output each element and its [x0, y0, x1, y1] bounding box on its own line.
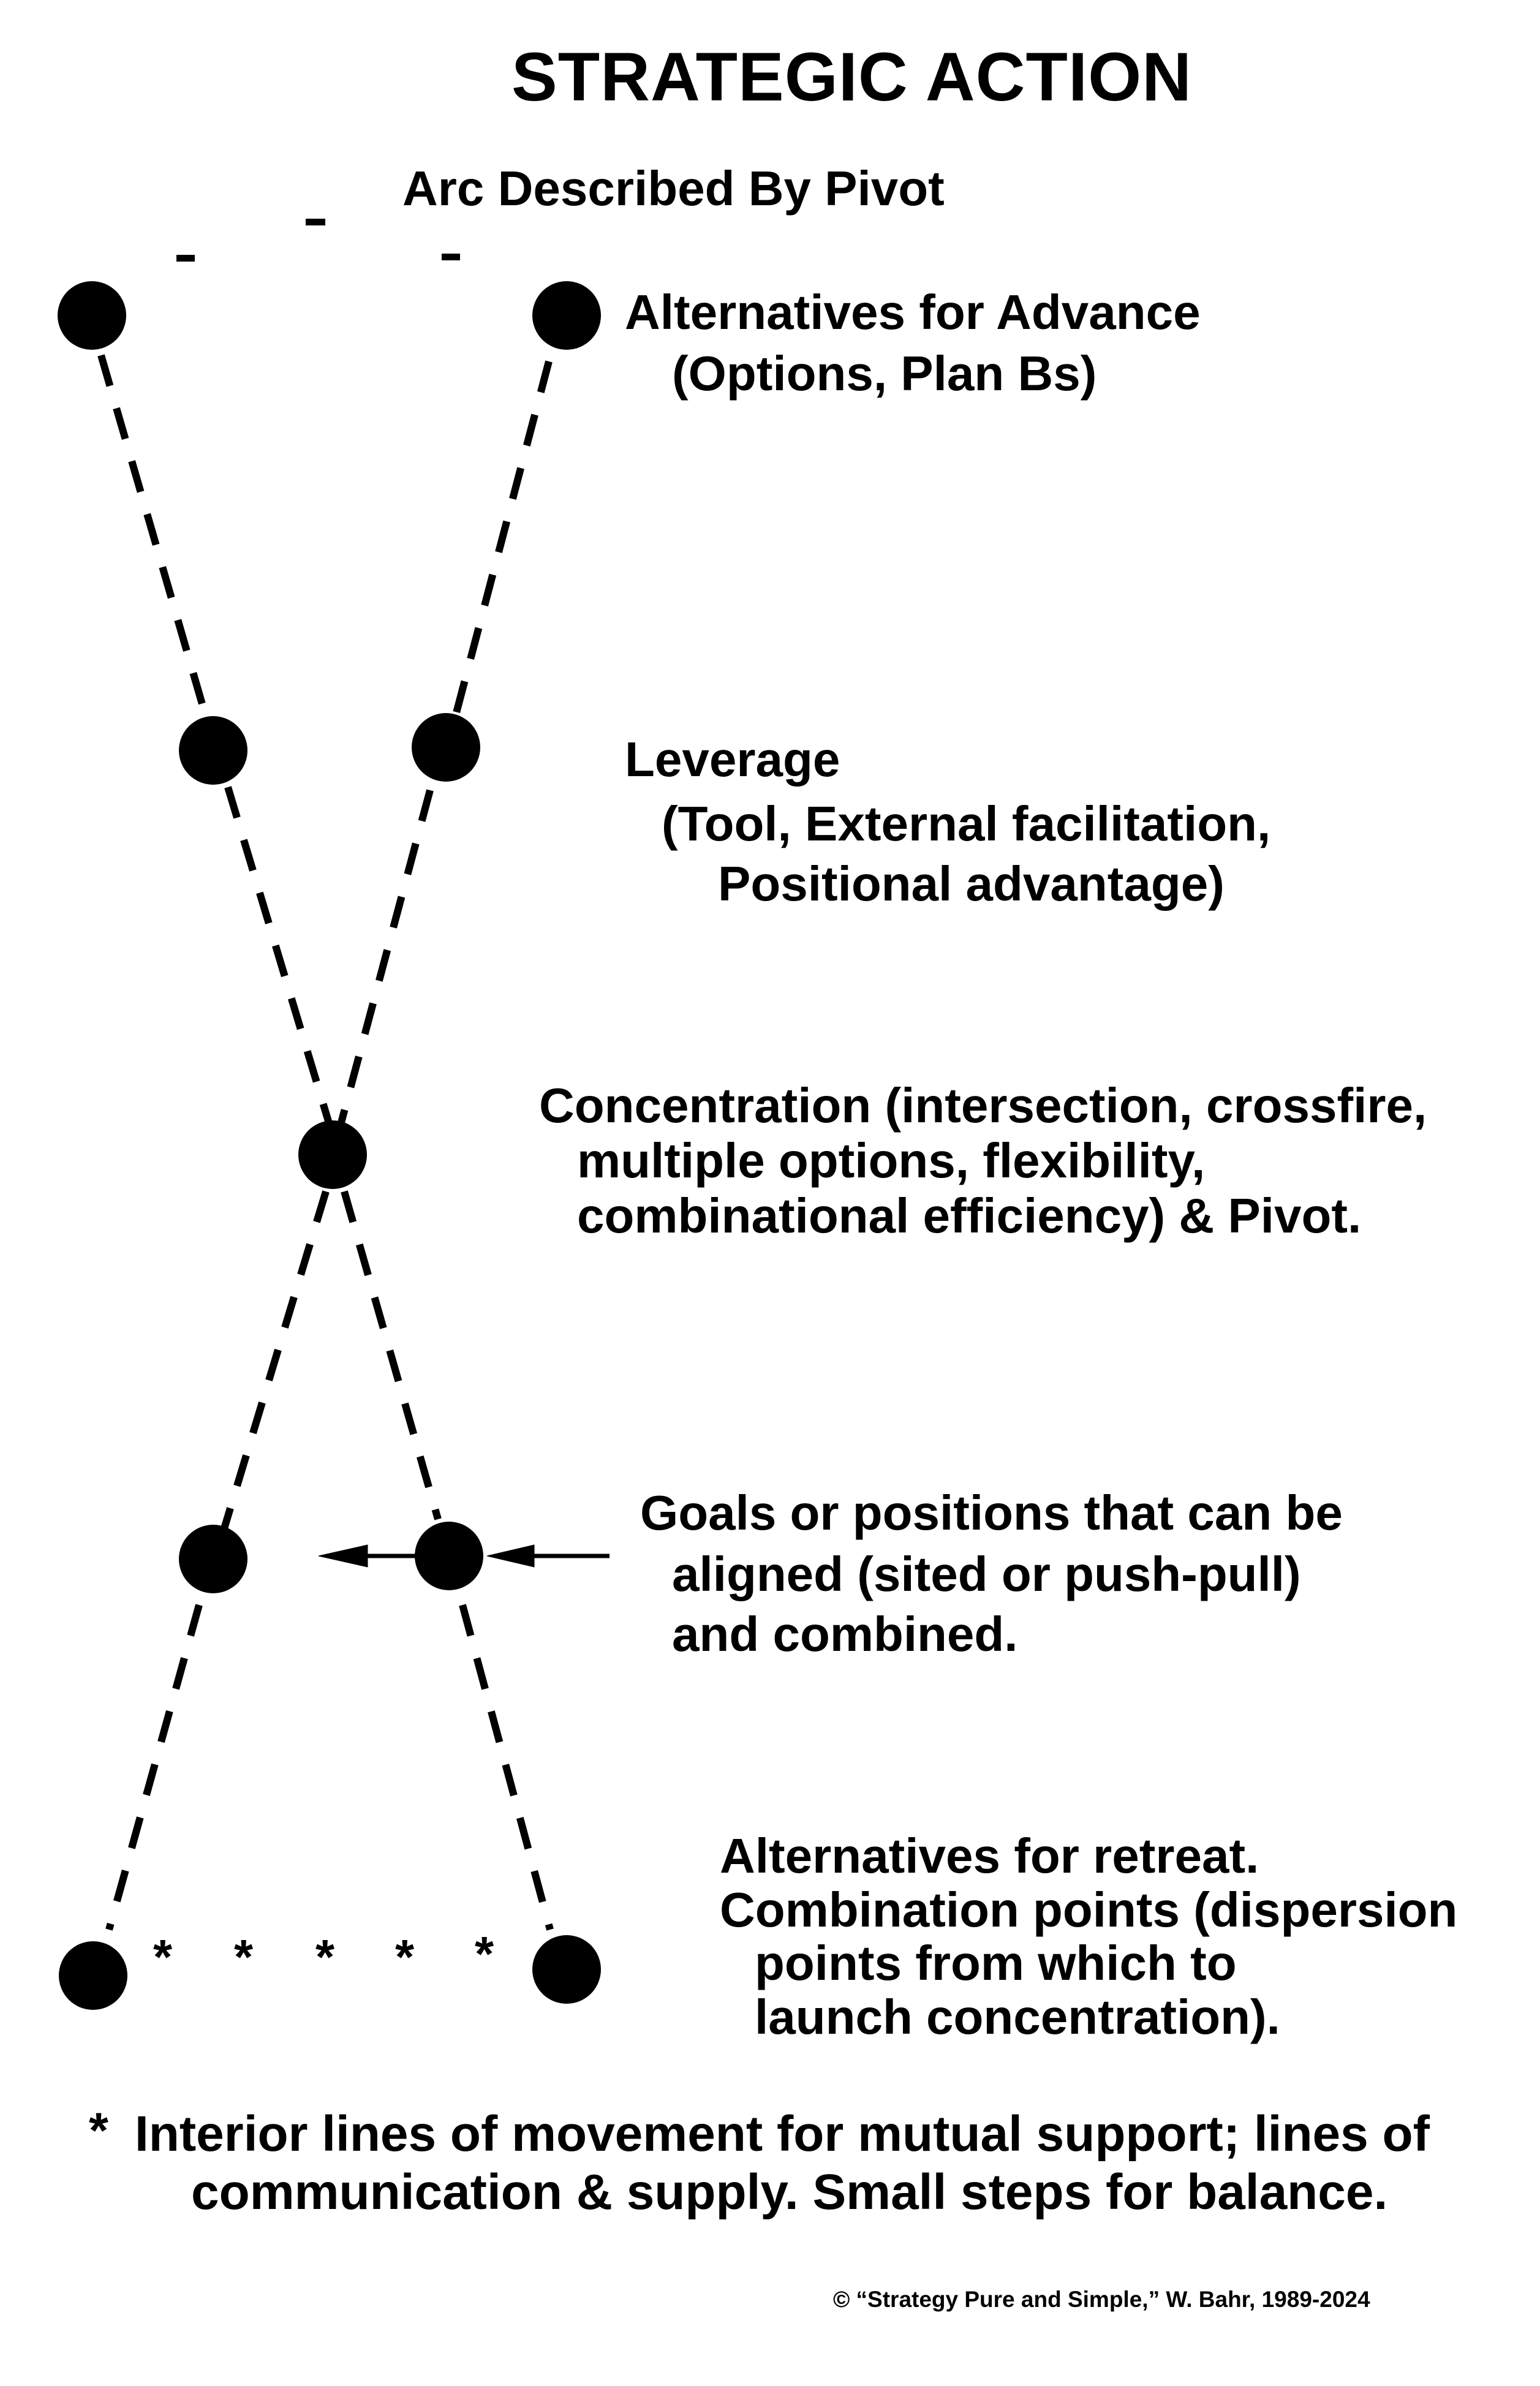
- right-upper-dashed-line: [448, 360, 553, 730]
- interior-star-4: *: [395, 1930, 415, 1984]
- advance-node-left: [58, 281, 126, 350]
- bottom-right-dashed-line: [459, 1604, 554, 1931]
- left-middle-dashed-line: [224, 786, 338, 1141]
- pivot-arc: [176, 219, 460, 262]
- retreat-node-left: [59, 1941, 127, 2010]
- bottom-left-dashed-line: [105, 1604, 203, 1931]
- goals-label-line-2: aligned (sited or push-pull): [672, 1547, 1301, 1601]
- concentration-label-line-3: combinational efficiency) & Pivot.: [577, 1188, 1362, 1243]
- page-title: STRATEGIC ACTION: [511, 39, 1193, 115]
- goal-node-right: [415, 1522, 483, 1590]
- advance-label-line-2: (Options, Plan Bs): [672, 346, 1097, 401]
- interior-star-5: *: [475, 1927, 494, 1981]
- arc-dash: [176, 255, 195, 262]
- footnote-line-2: communication & supply. Small steps for …: [191, 2164, 1388, 2220]
- retreat-label-line-3: points from which to: [755, 1936, 1237, 1990]
- leverage-node-right: [412, 713, 480, 782]
- lower-right-dashed-line: [341, 1190, 442, 1520]
- arc-dash: [306, 219, 325, 225]
- copyright-notice: © “Strategy Pure and Simple,” W. Bahr, 1…: [833, 2287, 1370, 2312]
- retreat-label-line-2: Combination points (dispersion: [720, 1882, 1458, 1937]
- retreat-label-line-1: Alternatives for retreat.: [720, 1829, 1259, 1883]
- alignment-arrows: [318, 1544, 610, 1568]
- retreat-node-right: [532, 1935, 601, 2004]
- interior-star-1: *: [153, 1930, 173, 1984]
- right-arrow-head: [486, 1544, 535, 1568]
- pivot-node: [298, 1120, 367, 1189]
- arc-dash: [442, 254, 460, 260]
- footnote-marker: *: [89, 2103, 108, 2159]
- retreat-label-line-4: launch concentration).: [755, 1990, 1280, 2044]
- arc-label: Arc Described By Pivot: [402, 161, 945, 216]
- leverage-label-line-3: Positional advantage): [718, 856, 1225, 911]
- left-arrow-head: [318, 1544, 368, 1568]
- advance-label-line-1: Alternatives for Advance: [625, 285, 1201, 339]
- leverage-label-line-2: (Tool, External facilitation,: [662, 796, 1271, 851]
- left-upper-dashed-line: [97, 354, 219, 752]
- interior-star-3: *: [315, 1930, 335, 1984]
- advance-node-right: [532, 281, 601, 350]
- leverage-label-line-1: Leverage: [625, 732, 840, 787]
- right-middle-dashed-line: [336, 789, 434, 1128]
- lower-left-dashed-line: [219, 1190, 330, 1536]
- nodes: [58, 281, 601, 2010]
- concentration-label-line-2: multiple options, flexibility,: [577, 1133, 1206, 1188]
- leverage-node-left: [179, 716, 247, 785]
- goals-label-line-1: Goals or positions that can be: [640, 1486, 1343, 1540]
- interior-star-2: *: [234, 1930, 254, 1984]
- goals-label-line-3: and combined.: [672, 1607, 1018, 1661]
- dashed-lines: [97, 354, 554, 1931]
- concentration-label-line-1: Concentration (intersection, crossfire,: [539, 1078, 1427, 1133]
- footnote-line-1: Interior lines of movement for mutual su…: [135, 2106, 1430, 2162]
- goal-node-left: [179, 1525, 247, 1593]
